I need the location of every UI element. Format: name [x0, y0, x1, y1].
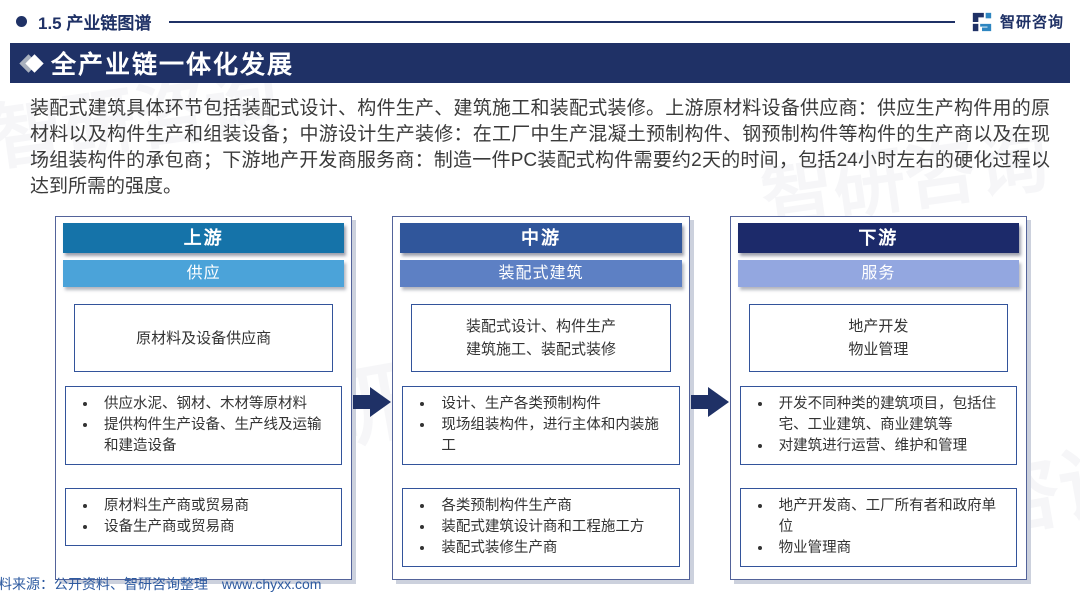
website-link[interactable]: www.chyxx.com — [221, 576, 322, 592]
main-role-box: 装配式设计、构件生产建筑施工、装配式装修 — [411, 304, 671, 372]
activities-box: 供应水泥、钢材、木材等原材料提供构件生产设备、生产线及运输和建造设备 — [65, 386, 343, 465]
top-header: 1.5 产业链图谱 智研咨询 — [0, 0, 1080, 38]
source-text: 资料来源：公开资料、智研咨询整理 — [0, 576, 208, 592]
brand-logo-icon — [972, 12, 992, 31]
stage-header: 中游 — [400, 223, 682, 253]
players-box: 各类预制构件生产商装配式建筑设计商和工程施工方装配式装修生产商 — [402, 488, 680, 567]
arrow-right-icon — [353, 387, 392, 417]
brand-lockup: 智研咨询 — [971, 11, 1064, 33]
source-footer: 资料来源：公开资料、智研咨询整理 www.chyxx.com — [0, 574, 1064, 594]
category-bar: 服务 — [737, 260, 1019, 287]
diamond-icon — [19, 53, 44, 73]
chain-column: 上游 供应 原材料及设备供应商 供应水泥、钢材、木材等原材料提供构件生产设备、生… — [55, 216, 353, 580]
header-divider-line — [169, 20, 955, 23]
brand-name: 智研咨询 — [999, 14, 1064, 31]
flow-arrow — [352, 216, 392, 580]
players-box: 地产开发商、工厂所有者和政府单位物业管理商 — [739, 488, 1017, 567]
stage-header: 下游 — [737, 223, 1019, 253]
activities-box: 设计、生产各类预制构件现场组装构件，进行主体和内装施工 — [402, 386, 680, 465]
arrow-right-icon — [690, 387, 729, 417]
main-role-box: 原材料及设备供应商 — [74, 304, 334, 372]
banner-title: 全产业链一体化发展 — [51, 51, 295, 79]
category-bar: 装配式建筑 — [400, 260, 682, 287]
title-banner: 全产业链一体化发展 — [10, 43, 1070, 83]
flow-arrow — [690, 216, 730, 580]
activities-box: 开发不同种类的建筑项目，包括住宅、工业建筑、商业建筑等对建筑进行运营、维护和管理 — [739, 386, 1017, 465]
category-bar: 供应 — [63, 260, 345, 287]
intro-paragraph: 装配式建筑具体环节包括装配式设计、构件生产、建筑施工和装配式装修。上游原材料设备… — [30, 98, 1050, 197]
players-box: 原材料生产商或贸易商设备生产商或贸易商 — [65, 488, 343, 546]
main-role-box: 地产开发物业管理 — [748, 304, 1008, 372]
stage-header: 上游 — [63, 223, 345, 253]
industry-chain-diagram: 上游 供应 原材料及设备供应商 供应水泥、钢材、木材等原材料提供构件生产设备、生… — [55, 216, 1027, 580]
bullet-dot-icon — [16, 16, 27, 27]
section-title: 1.5 产业链图谱 — [38, 14, 152, 33]
